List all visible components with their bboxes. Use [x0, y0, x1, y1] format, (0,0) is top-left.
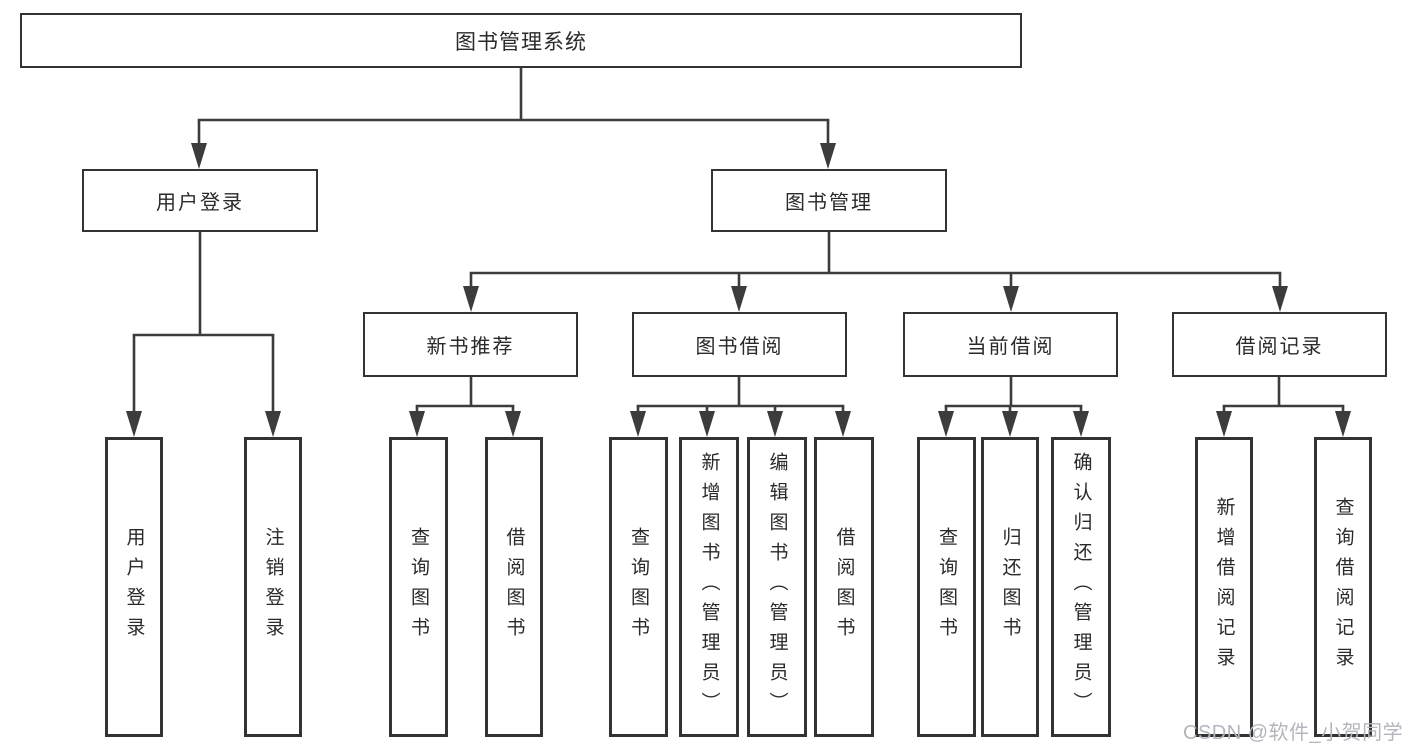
leaf-confirm-return-admin: 确认归还（管理员）	[1051, 437, 1111, 737]
leaf-query-borrow-record: 查询借阅记录	[1314, 437, 1372, 737]
node-current-borrowing-label: 当前借阅	[966, 336, 1055, 358]
node-user-login-label: 用户登录	[156, 192, 244, 214]
leaf-query-books-current-label: 查询图书	[936, 527, 957, 647]
connector-user-login-children	[126, 232, 281, 437]
node-book-borrowing-label: 图书借阅	[695, 336, 784, 358]
leaf-add-books-admin-label: 新增图书（管理员）	[698, 452, 720, 722]
node-new-book-recommendation-label: 新书推荐	[426, 336, 515, 358]
leaf-add-books-admin: 新增图书（管理员）	[679, 437, 739, 737]
leaf-query-books-current: 查询图书	[917, 437, 976, 737]
leaf-borrow-books-borrowing-label: 借阅图书	[833, 527, 855, 647]
leaf-borrow-books-borrowing: 借阅图书	[814, 437, 874, 737]
node-current-borrowing: 当前借阅	[903, 312, 1118, 377]
leaf-query-books-borrowing-label: 查询图书	[628, 527, 649, 647]
leaf-query-books-borrowing: 查询图书	[609, 437, 668, 737]
leaf-edit-books-admin-label: 编辑图书（管理员）	[766, 452, 788, 722]
leaf-query-books-recommend: 查询图书	[389, 437, 448, 737]
leaf-confirm-return-admin-label: 确认归还（管理员）	[1070, 452, 1092, 722]
csdn-watermark: CSDN @软件_小贺同学	[1183, 722, 1404, 744]
node-library-system-label: 图书管理系统	[455, 30, 587, 54]
leaf-return-books-label: 归还图书	[999, 527, 1021, 647]
connector-new-book-children	[409, 377, 521, 437]
leaf-return-books: 归还图书	[981, 437, 1039, 737]
node-book-management-label: 图书管理	[785, 192, 873, 214]
node-book-management: 图书管理	[711, 169, 947, 232]
leaf-query-borrow-record-label: 查询借阅记录	[1332, 497, 1354, 677]
connector-current-borrow-children	[938, 377, 1089, 437]
leaf-user-login: 用户登录	[105, 437, 163, 737]
node-book-borrowing: 图书借阅	[632, 312, 847, 377]
connector-book-management-children	[463, 232, 1288, 312]
node-borrowing-records: 借阅记录	[1172, 312, 1387, 377]
leaf-query-books-recommend-label: 查询图书	[408, 527, 429, 647]
connector-root-to-level2	[191, 68, 836, 169]
leaf-logout-label: 注销登录	[262, 527, 284, 647]
node-library-system: 图书管理系统	[20, 13, 1022, 68]
leaf-add-borrow-record: 新增借阅记录	[1195, 437, 1253, 737]
leaf-edit-books-admin: 编辑图书（管理员）	[747, 437, 807, 737]
node-new-book-recommendation: 新书推荐	[363, 312, 578, 377]
leaf-borrow-books-recommend: 借阅图书	[485, 437, 543, 737]
connector-borrow-record-children	[1216, 377, 1351, 437]
leaf-user-login-label: 用户登录	[123, 527, 145, 647]
node-borrowing-records-label: 借阅记录	[1235, 336, 1324, 358]
leaf-logout: 注销登录	[244, 437, 302, 737]
leaf-borrow-books-recommend-label: 借阅图书	[503, 527, 525, 647]
leaf-add-borrow-record-label: 新增借阅记录	[1213, 497, 1235, 677]
node-user-login: 用户登录	[82, 169, 318, 232]
connector-book-borrow-children	[630, 377, 851, 437]
